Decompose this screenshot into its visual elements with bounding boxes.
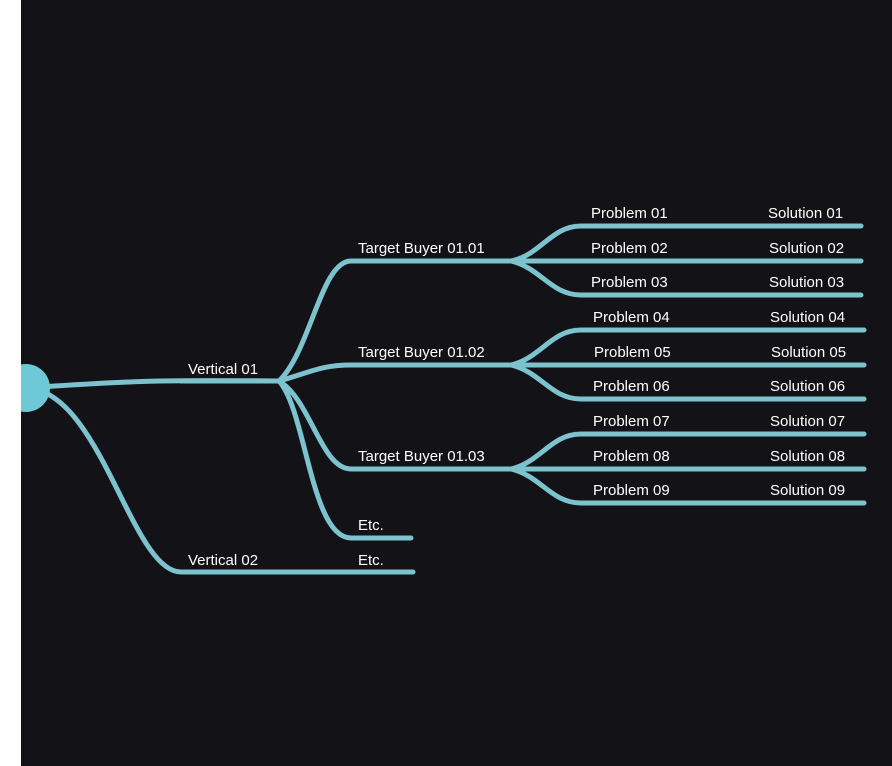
solution-09-label: Solution 09 (770, 482, 846, 499)
branch-buyer-01-problem-01 (508, 223, 864, 264)
problem-07-label: Problem 07 (593, 413, 670, 430)
mind-map-canvas: Vertical 01 Vertical 02 Target Buyer 01.… (21, 0, 892, 766)
problem-02-label: Problem 02 (591, 240, 668, 257)
solution-07-label: Solution 07 (770, 413, 846, 430)
branch-buyer-03-problem-09 (508, 466, 867, 506)
solution-03-label: Solution 03 (769, 274, 845, 291)
vertical-02-label: Vertical 02 (188, 552, 259, 569)
root-node (21, 364, 50, 412)
solution-02-label: Solution 02 (769, 240, 845, 257)
solution-06-label: Solution 06 (770, 378, 846, 395)
branch-buyer-02-problem-04 (508, 327, 867, 368)
vertical-01-label: Vertical 01 (188, 361, 259, 378)
target-buyer-01-02-label: Target Buyer 01.02 (358, 344, 485, 361)
branch-root-vertical-02 (23, 385, 416, 575)
problem-01-label: Problem 01 (591, 205, 668, 222)
branch-buyer-02-problem-06 (508, 362, 867, 402)
branch-buyer-03-problem-07 (508, 431, 867, 472)
vertical-01-etc-label: Etc. (358, 517, 384, 534)
branch-vertical-01-buyer-02 (276, 362, 514, 384)
target-buyer-01-01-label: Target Buyer 01.01 (358, 240, 485, 257)
problem-04-label: Problem 04 (593, 309, 670, 326)
problem-08-label: Problem 08 (593, 448, 670, 465)
mind-map-branches (21, 223, 867, 575)
solution-08-label: Solution 08 (770, 448, 846, 465)
branch-vertical-01-etc (276, 378, 414, 541)
branch-buyer-01-problem-03 (508, 258, 864, 298)
solution-05-label: Solution 05 (771, 344, 847, 361)
vertical-02-etc-label: Etc. (358, 552, 384, 569)
problem-05-label: Problem 05 (594, 344, 671, 361)
solution-01-label: Solution 01 (768, 205, 844, 222)
branch-vertical-01-buyer-03 (276, 378, 514, 472)
problem-09-label: Problem 09 (593, 482, 670, 499)
solution-04-label: Solution 04 (770, 309, 846, 326)
problem-06-label: Problem 06 (593, 378, 670, 395)
target-buyer-01-03-label: Target Buyer 01.03 (358, 448, 485, 465)
branch-vertical-01-buyer-01 (276, 258, 514, 384)
problem-03-label: Problem 03 (591, 274, 668, 291)
